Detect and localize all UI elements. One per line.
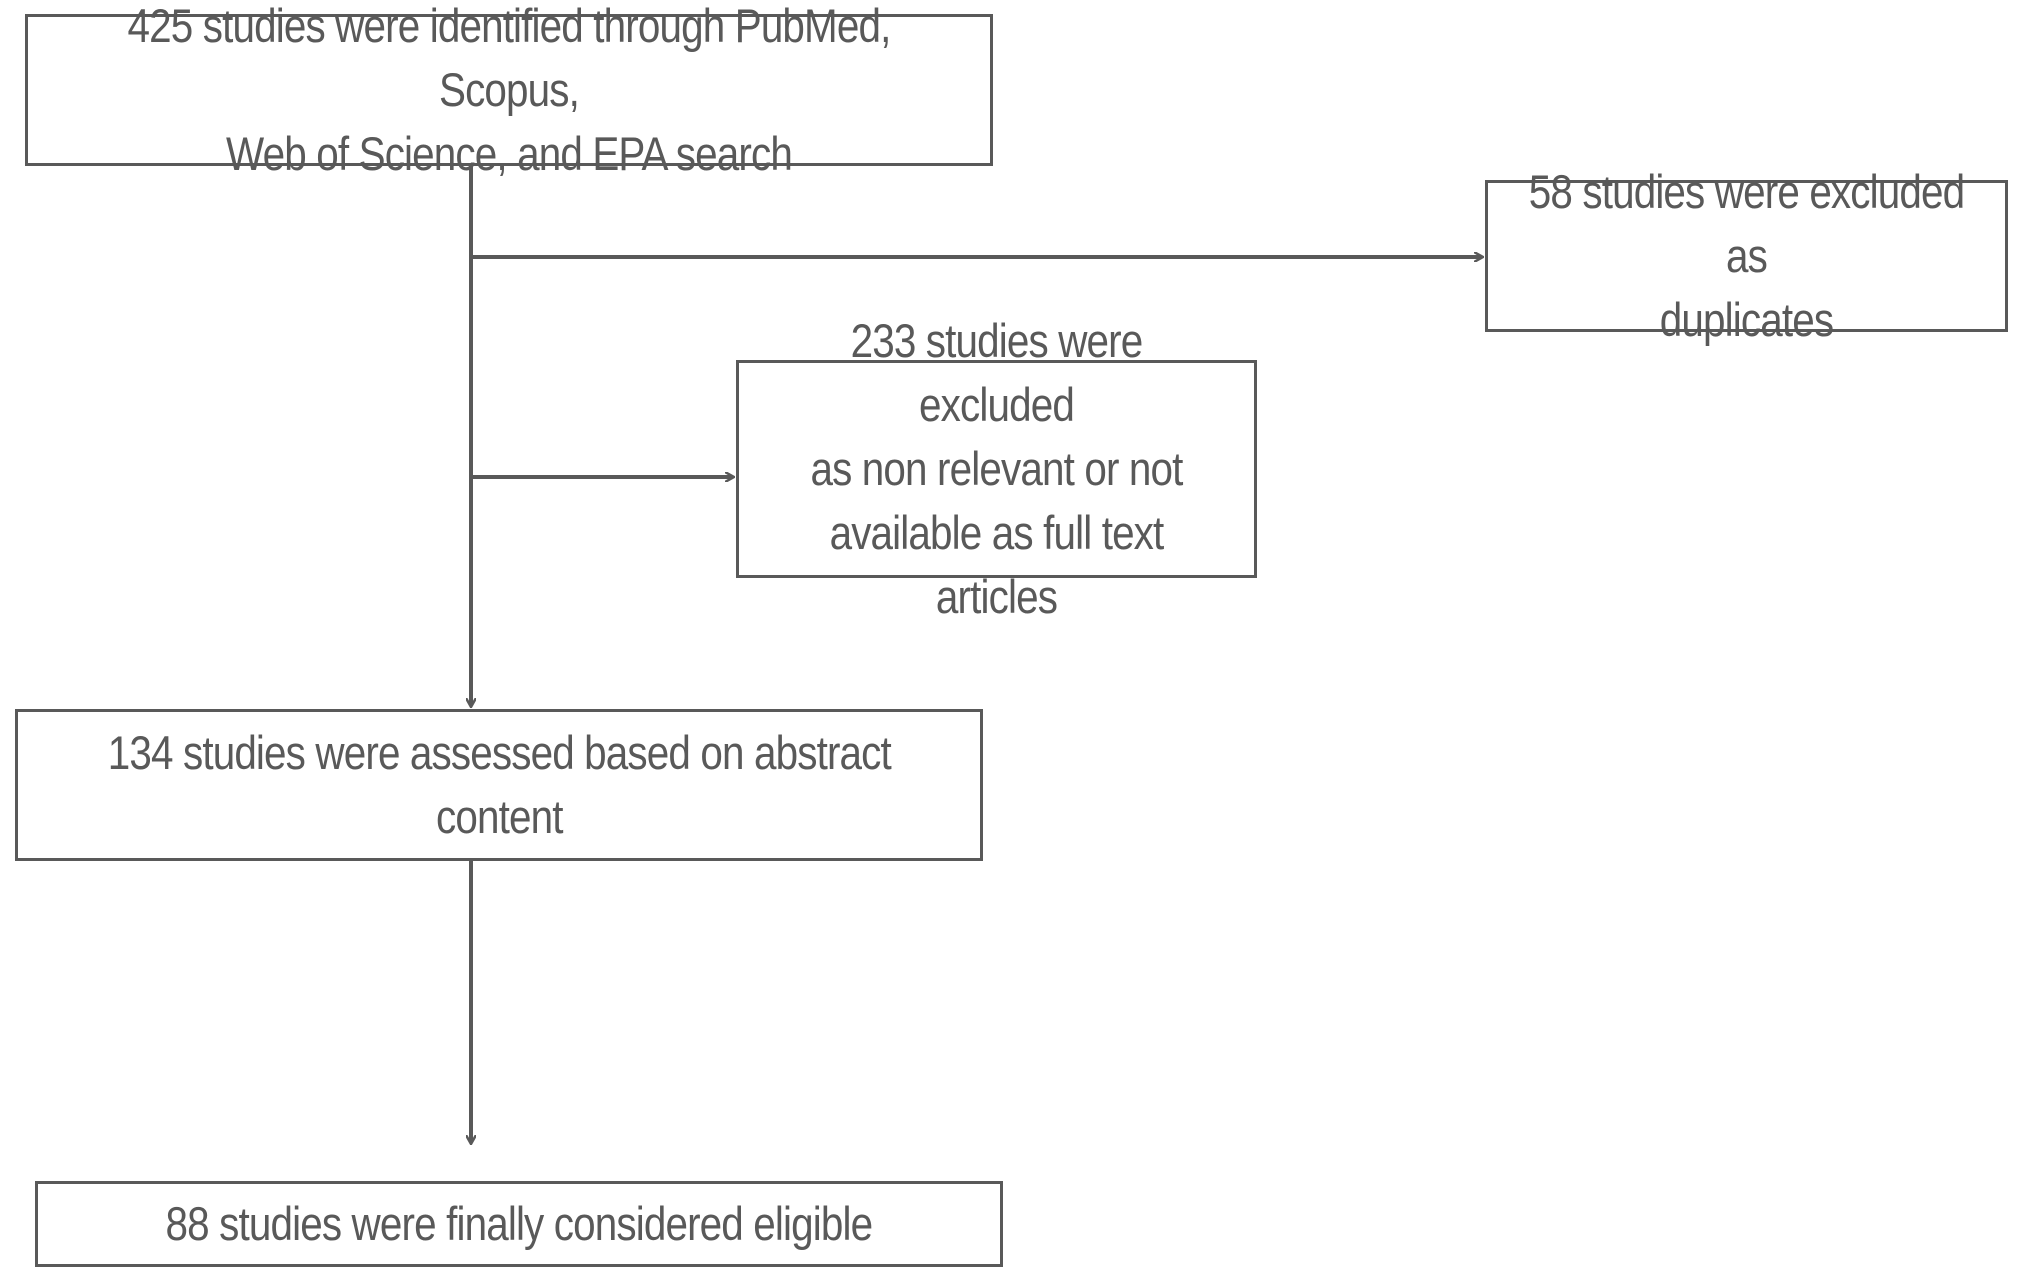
identified-studies-box: 425 studies were identified through PubM…: [25, 0, 993, 180]
identified-studies-text: 425 studies were identified through PubM…: [127, 0, 892, 180]
non-relevant-excluded-text: 233 studies were excluded as non relevan…: [810, 314, 1183, 623]
duplicates-excluded-text: 58 studies were excluded as duplicates: [1528, 165, 1965, 346]
duplicates-excluded-box: 58 studies were excluded as duplicates: [1485, 165, 2008, 346]
abstract-assessed-box: 134 studies were assessed based on abstr…: [15, 709, 983, 861]
eligible-studies-box: 88 studies were finally considered eligi…: [35, 1181, 1003, 1267]
abstract-assessed-text: 134 studies were assessed based on abstr…: [107, 726, 891, 843]
non-relevant-excluded-box: 233 studies were excluded as non relevan…: [736, 314, 1257, 623]
eligible-studies-text: 88 studies were finally considered eligi…: [165, 1197, 874, 1250]
